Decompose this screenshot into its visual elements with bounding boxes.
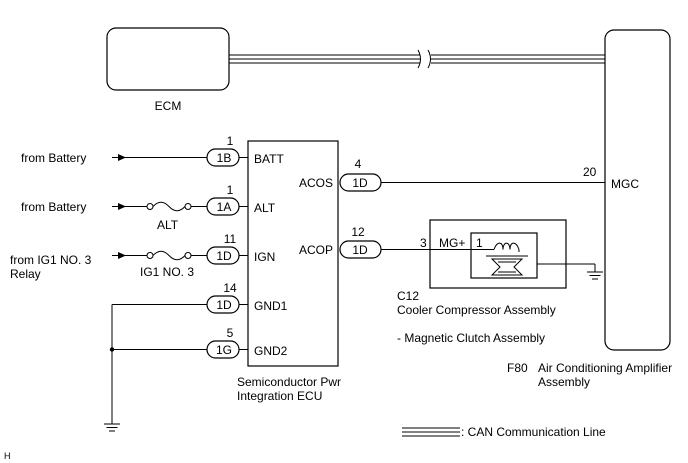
source-ig1-line1: from IG1 NO. 3 (10, 253, 92, 267)
connector-ign-code: 1D (216, 249, 232, 263)
connector-acop: 12 1D (339, 225, 382, 259)
connector-alt: 1 1A (206, 183, 248, 216)
connector-acop-code: 1D (352, 243, 368, 257)
terminal-batt: BATT (254, 152, 284, 166)
corner-mark: H (4, 451, 11, 461)
magnetic-clutch-coil-icon (486, 242, 528, 276)
connector-batt-pin: 1 (227, 134, 234, 148)
ground-symbol-ecu (104, 423, 120, 432)
pin-mgc: 20 (583, 165, 597, 179)
air-con-amplifier-name-line1: Air Conditioning Amplifier (538, 361, 672, 375)
compressor-outer-box (429, 219, 567, 289)
source-ig1-line2: Relay (10, 267, 41, 281)
terminal-ign: IGN (254, 250, 275, 264)
legend-can-symbol (402, 427, 460, 437)
legend-can-label: : CAN Communication Line (461, 425, 606, 439)
wire-ig1-to-ign (112, 250, 207, 261)
connector-gnd2-pin: 5 (227, 326, 234, 340)
compressor-ref: C12 (397, 289, 419, 303)
source-battery-1: from Battery (21, 151, 86, 165)
connector-gnd1-code: 1D (216, 298, 232, 312)
compressor-pin-coil: 1 (476, 236, 483, 250)
terminal-alt: ALT (254, 201, 276, 215)
compressor-name: Cooler Compressor Assembly (397, 303, 556, 317)
connector-batt: 1 1B (206, 134, 248, 167)
connector-acos-pin: 4 (355, 157, 362, 171)
compressor-pin-in: 3 (420, 236, 427, 250)
wire-battery-to-alt (112, 201, 207, 212)
integration-ecu-box (247, 140, 339, 367)
connector-alt-pin: 1 (227, 183, 234, 197)
connector-alt-code: 1A (217, 200, 232, 214)
connector-gnd1: 14 1D (206, 281, 248, 314)
connector-gnd2: 5 1G (206, 326, 248, 359)
magnetic-clutch-box (470, 232, 538, 279)
air-con-amplifier-name-line2: Assembly (538, 375, 590, 389)
connector-acop-pin: 12 (351, 225, 365, 239)
connector-gnd2-code: 1G (216, 343, 232, 357)
compressor-sub: - Magnetic Clutch Assembly (397, 331, 545, 345)
ground-symbol-compressor (587, 271, 603, 280)
connector-acos: 4 1D (339, 157, 382, 192)
wire-compressor-ground (537, 263, 596, 272)
terminal-acos: ACOS (299, 176, 333, 190)
connector-ign-pin: 11 (224, 232, 237, 246)
terminal-acop: ACOP (299, 243, 333, 257)
compressor-terminal: MG+ (439, 236, 465, 250)
connector-acos-code: 1D (352, 176, 368, 190)
can-communication-line (229, 49, 605, 69)
connector-batt-code: 1B (217, 151, 232, 165)
fuse-ig1-label: IG1 NO. 3 (140, 265, 194, 279)
connector-gnd1-pin: 14 (223, 281, 237, 295)
integration-ecu-name-line2: Integration ECU (237, 389, 322, 403)
source-battery-2: from Battery (21, 200, 86, 214)
integration-ecu-name-line1: Semiconductor Pwr (237, 375, 341, 389)
terminal-gnd2: GND2 (254, 344, 288, 358)
ecm-label: ECM (155, 99, 182, 113)
connector-ign: 11 1D (206, 232, 248, 265)
fuse-alt-label: ALT (157, 218, 179, 232)
terminal-mgc: MGC (611, 177, 639, 191)
ecm-box (106, 27, 230, 91)
air-con-amplifier-box (604, 29, 671, 351)
wire-ground (109, 304, 207, 424)
air-con-amplifier-ref: F80 (507, 361, 528, 375)
wire-battery-to-batt (112, 154, 207, 161)
terminal-gnd1: GND1 (254, 299, 288, 313)
